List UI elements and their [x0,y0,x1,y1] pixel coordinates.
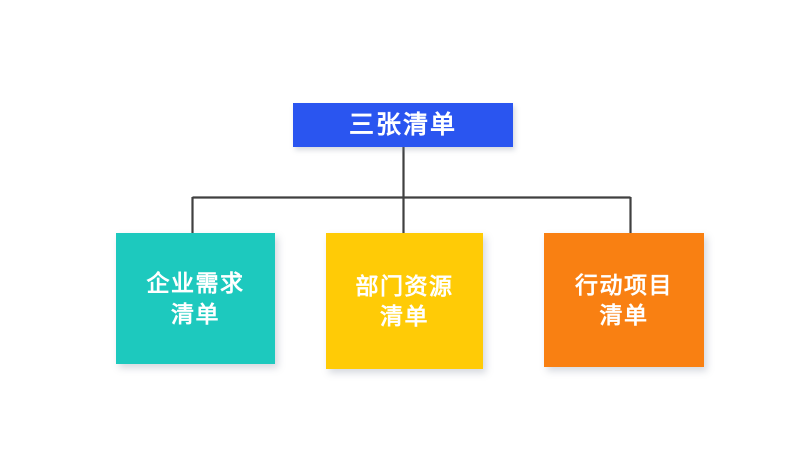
node-root[interactable]: 三张清单 [293,103,513,147]
node-root-label: 三张清单 [348,110,457,139]
node-child-label: 行动项目 清单 [575,271,673,328]
node-child-action-items[interactable]: 行动项目 清单 [544,233,704,367]
node-child-enterprise-requirements[interactable]: 企业需求 清单 [116,233,275,364]
node-child-label: 部门资源 清单 [355,272,454,329]
node-child-department-resources[interactable]: 部门资源 清单 [326,233,483,369]
node-child-label: 企业需求 清单 [146,270,245,327]
